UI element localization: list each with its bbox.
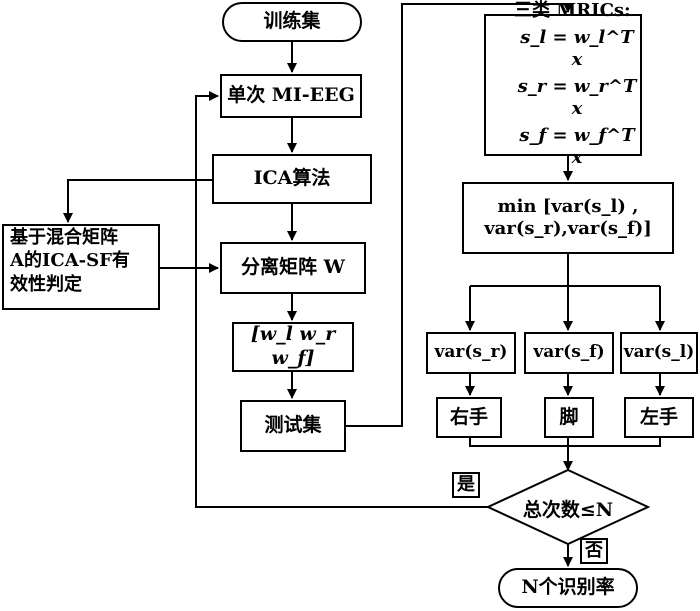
validity-line-1: 基于混合矩阵	[10, 227, 118, 248]
arrow-test-to-mrics	[346, 3, 573, 427]
result-label: N个识别率	[521, 576, 615, 599]
w-vector-box: [w_l w_r w_f]	[232, 322, 354, 372]
validity-line-2: A的ICA-SF有	[10, 250, 130, 272]
foot-label: 脚	[559, 405, 579, 428]
test-set-label: 测试集	[264, 414, 322, 437]
mrics-eq-l: s_l = w_l^T x	[520, 26, 634, 71]
validity-line-3: 效性判定	[10, 273, 82, 295]
yes-tag: 是	[452, 472, 480, 498]
validity-judgment-box: 基于混合矩阵 A的ICA-SF有 效性判定	[2, 224, 160, 310]
var-l-label: var(s_l)	[623, 342, 695, 363]
foot-box: 脚	[544, 397, 594, 438]
arrow-ica-to-validity	[63, 179, 212, 223]
no-tag: 否	[580, 538, 608, 564]
min-line-1: min [var(s_l) ,	[497, 195, 639, 217]
decision-diamond	[485, 468, 651, 546]
result-terminal: N个识别率	[498, 568, 638, 608]
w-vector-label: [w_l w_r w_f]	[250, 323, 336, 369]
train-set-label: 训练集	[263, 10, 321, 33]
line-right-merge	[469, 438, 568, 447]
line-left-merge	[568, 438, 661, 447]
test-set-box: 测试集	[240, 400, 346, 452]
ica-algorithm-box: ICA算法	[212, 154, 372, 204]
var-f-box: var(s_f)	[524, 332, 614, 374]
min-line-2: var(s_r),var(s_f)]	[484, 218, 652, 239]
var-r-label: var(s_r)	[434, 342, 508, 363]
train-set-terminal: 训练集	[222, 2, 362, 42]
mrics-eq-r: s_r = w_r^T x	[517, 75, 637, 120]
var-r-box: var(s_r)	[426, 332, 516, 374]
var-l-box: var(s_l)	[620, 332, 698, 374]
decision-label: 总次数≤N	[522, 499, 614, 521]
var-f-label: var(s_f)	[533, 342, 605, 363]
separation-matrix-box: 分离矩阵 W	[220, 242, 366, 294]
separation-matrix-label: 分离矩阵 W	[241, 256, 345, 279]
mrics-eq-f: s_f = w_f^T x	[519, 124, 635, 169]
single-mi-eeg-box: 单次 MI-EEG	[220, 74, 362, 118]
left-hand-label: 左手	[639, 405, 678, 428]
right-hand-box: 右手	[436, 397, 502, 438]
left-hand-box: 左手	[624, 397, 694, 438]
single-mi-eeg-label: 单次 MI-EEG	[227, 84, 355, 107]
min-variance-box: min [var(s_l) , var(s_r),var(s_f)]	[462, 182, 674, 254]
ica-algorithm-label: ICA算法	[253, 167, 331, 190]
mrics-title: 三类 MRICs:	[514, 0, 631, 22]
mrics-box: 三类 MRICs: s_l = w_l^T x s_r = w_r^T x s_…	[484, 0, 642, 168]
right-hand-label: 右手	[449, 405, 488, 428]
arrow-loop-yes	[195, 91, 488, 508]
